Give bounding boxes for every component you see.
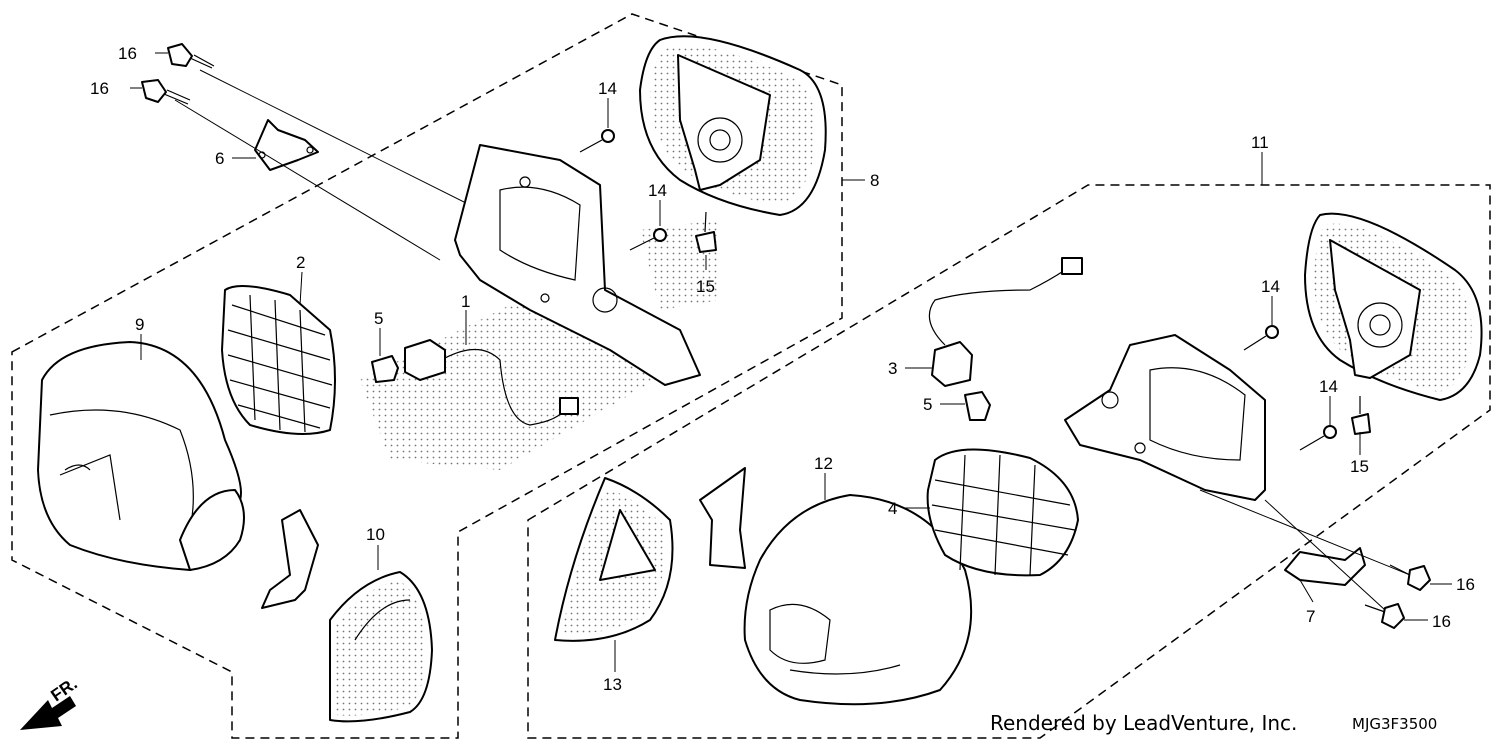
- part-1-socket-harness[interactable]: [404, 339, 579, 426]
- left-mirror-bracket[interactable]: [454, 144, 701, 386]
- part-2-left-turn-signal[interactable]: [221, 285, 336, 435]
- part-16-bolt-lower-left[interactable]: [141, 79, 191, 105]
- callout-leaders: [130, 52, 1452, 672]
- right-assembly-boundary: [527, 184, 1491, 739]
- callout-3: 3: [888, 359, 897, 378]
- render-credit: Rendered by LeadVenture, Inc.: [990, 711, 1298, 735]
- part-14-screw-right-a[interactable]: [1243, 325, 1279, 351]
- callout-15-right: 15: [1350, 457, 1369, 476]
- part-14-screw-left-a[interactable]: [579, 129, 615, 153]
- part-14-screw-right-b[interactable]: [1299, 425, 1337, 451]
- part-16-bolt-lower-right[interactable]: [1364, 603, 1405, 629]
- part-16-bolt-upper-left[interactable]: [167, 43, 215, 69]
- callout-7: 7: [1306, 607, 1315, 626]
- callout-9: 9: [135, 315, 144, 334]
- callout-13: 13: [603, 675, 622, 694]
- callout-16-upper-right: 16: [1456, 575, 1475, 594]
- part-15-grommet-right[interactable]: [1351, 396, 1371, 435]
- right-mirror-bracket[interactable]: [1064, 334, 1266, 501]
- front-label: FR.: [47, 674, 80, 705]
- callout-10: 10: [366, 525, 385, 544]
- part-3-socket-harness[interactable]: [928, 257, 1083, 387]
- callout-14-right-a: 14: [1261, 277, 1280, 296]
- callout-12: 12: [814, 454, 833, 473]
- callout-8: 8: [870, 171, 879, 190]
- part-4-right-turn-signal[interactable]: [926, 448, 1079, 577]
- callout-4: 4: [888, 499, 897, 518]
- part-5-bulb-right[interactable]: [964, 391, 991, 421]
- callout-14-left-a: 14: [598, 79, 617, 98]
- front-direction-arrow: [20, 696, 76, 730]
- diagram-code: MJG3F3500: [1352, 715, 1438, 733]
- callout-6: 6: [215, 149, 224, 168]
- part-11-right-mirror-glass[interactable]: [1304, 212, 1483, 401]
- part-12-right-mirror-housing[interactable]: [743, 494, 973, 706]
- callout-5-left: 5: [374, 309, 383, 328]
- callout-15-left: 15: [696, 277, 715, 296]
- callout-14-left-b: 14: [648, 181, 667, 200]
- callout-11: 11: [1251, 133, 1269, 152]
- part-5-bulb-left[interactable]: [371, 355, 399, 383]
- part-8-left-mirror-glass[interactable]: [639, 35, 827, 216]
- part-10-left-cover[interactable]: [329, 571, 433, 723]
- part-15-grommet-left[interactable]: [695, 211, 717, 253]
- right-small-bracket[interactable]: [699, 467, 746, 569]
- part-13-right-cover[interactable]: [554, 477, 674, 642]
- part-6-stay-bracket[interactable]: [254, 119, 319, 171]
- part-16-bolt-upper-right[interactable]: [1389, 564, 1431, 591]
- left-small-bracket[interactable]: [261, 509, 319, 609]
- callout-5-right: 5: [923, 395, 932, 414]
- part-14-screw-left-b[interactable]: [629, 228, 667, 251]
- callout-1: 1: [461, 292, 470, 311]
- callout-16-upper-left: 16: [118, 44, 137, 63]
- part-7-stay-bracket[interactable]: [1284, 547, 1366, 586]
- callout-14-right-b: 14: [1319, 377, 1338, 396]
- callout-16-lower-left: 16: [90, 79, 109, 98]
- part-9-left-mirror-housing[interactable]: [37, 341, 245, 571]
- callout-16-lower-right: 16: [1432, 612, 1451, 631]
- callout-2: 2: [296, 253, 305, 272]
